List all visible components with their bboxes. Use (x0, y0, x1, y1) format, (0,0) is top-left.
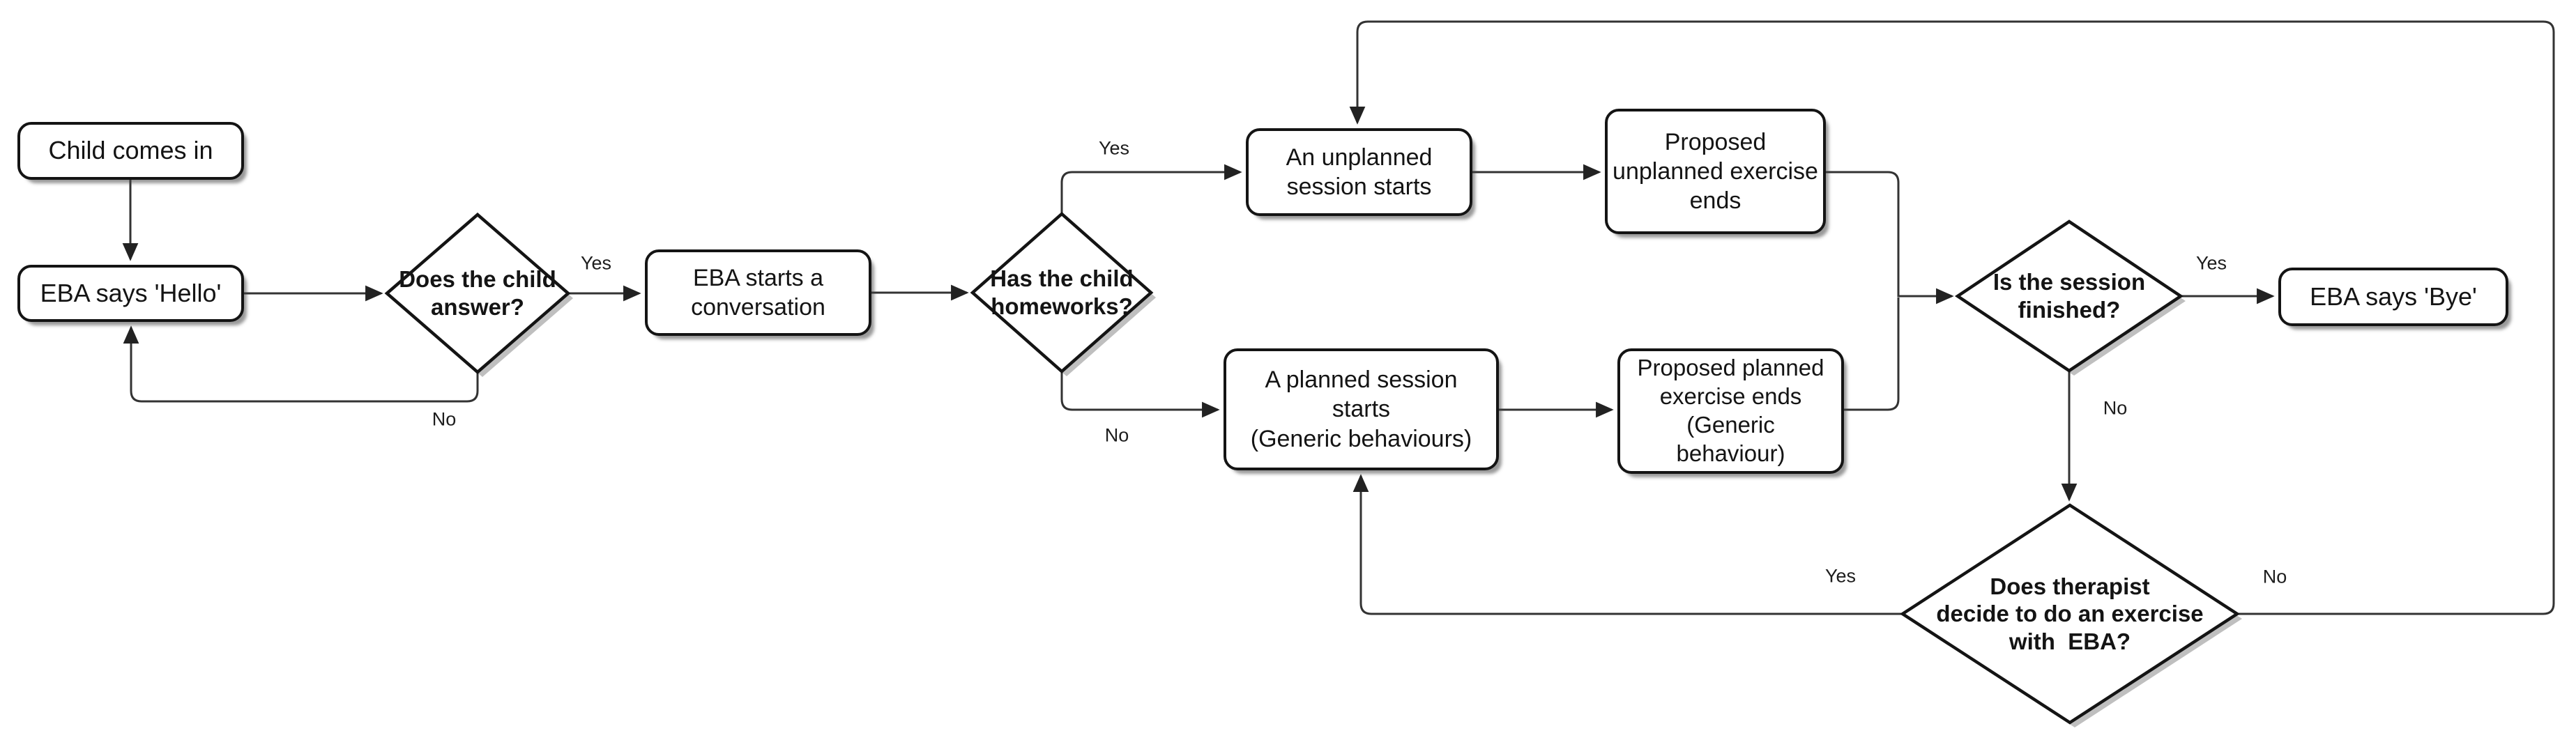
flow-planned-merge (1844, 298, 1900, 411)
flow-homeworks-yes (1060, 164, 1242, 214)
decision-has-child-homeworks (970, 211, 1154, 374)
node-unplanned-session-starts: An unplanned session starts (1246, 128, 1472, 216)
edge-label-answer-yes: Yes (580, 252, 612, 274)
flow-edges (122, 20, 2555, 615)
node-planned-session-starts: A planned session starts (Generic behavi… (1224, 348, 1499, 470)
decision-does-child-answer (384, 213, 571, 374)
decision-therapist-decides (1899, 503, 2241, 725)
node-proposed-planned-exercise-ends: Proposed planned exercise ends (Generic … (1617, 348, 1844, 474)
edge-label-homeworks-no: No (1104, 424, 1129, 446)
decision-label-is-session-finished: Is the session finished? (1992, 269, 2146, 323)
flow-therapist-no-loop (1349, 20, 2555, 615)
decision-is-session-finished (1954, 219, 2184, 373)
node-eba-says-hello: EBA says 'Hello' (17, 265, 244, 322)
decision-label-has-child-homeworks: Has the child homeworks? (990, 265, 1134, 319)
edge-label-answer-no: No (432, 408, 457, 430)
edge-label-finished-yes: Yes (2195, 252, 2227, 274)
edge-label-therapist-no: No (2262, 566, 2287, 587)
node-proposed-unplanned-exercise-ends: Proposed unplanned exercise ends (1605, 109, 1826, 234)
flow-homeworks-no (1060, 371, 1220, 418)
node-eba-starts-conversation: EBA starts a conversation (645, 249, 871, 336)
edge-label-finished-no: No (2103, 397, 2128, 419)
decision-label-does-child-answer: Does the child answer? (399, 266, 556, 320)
edge-label-homeworks-yes: Yes (1098, 137, 1130, 159)
flow-therapist-yes-loop (1352, 474, 1903, 615)
flow-answer-no-loop (123, 325, 479, 403)
decision-label-therapist-decides: Does therapist decide to do an exercise … (1936, 573, 2204, 654)
flow-unplanned-merge-to-finished (1826, 171, 1954, 305)
node-eba-says-bye: EBA says 'Bye' (2278, 268, 2508, 326)
edge-label-therapist-yes: Yes (1824, 565, 1857, 587)
node-child-comes-in: Child comes in (17, 122, 244, 180)
